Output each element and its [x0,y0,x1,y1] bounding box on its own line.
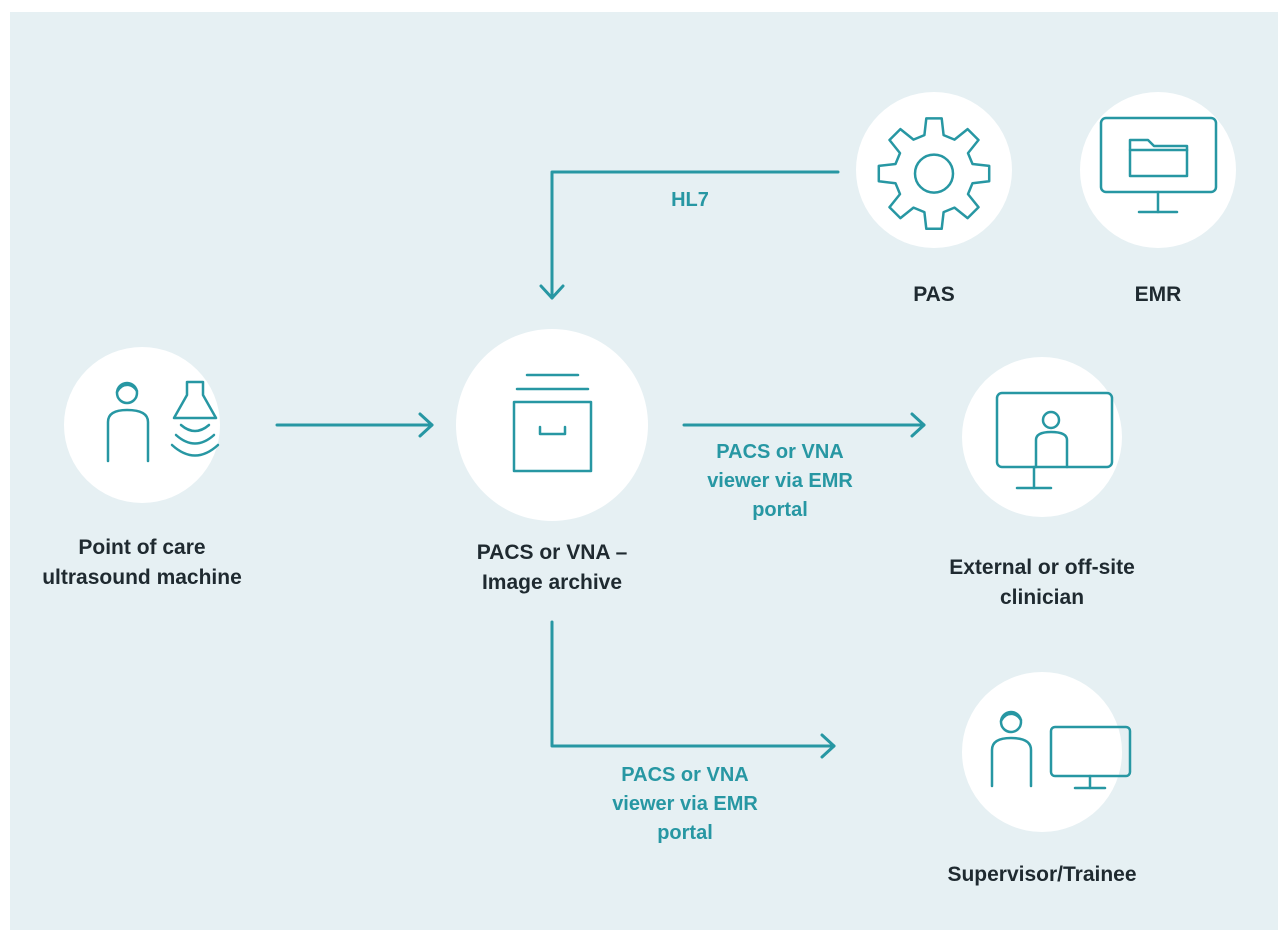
edge-hl7 [539,170,840,300]
node-label-pos: Point of care ultrasound machine [42,536,242,589]
supervisor-person-icon [990,710,1033,788]
node-label-emr: EMR [1134,283,1182,306]
ultrasound-probe-icon [170,380,220,457]
node-circle-pas [856,92,1012,248]
person-icon [106,381,150,463]
edge-label-archive-to-supervisor: PACS or VNA viewer via EMR portal [612,764,758,844]
node-circle-archive [456,329,648,521]
edge-label-archive-to-external: PACS or VNA viewer via EMR portal [707,441,853,521]
edge-pos-to-archive [275,412,434,438]
node-label-archive: PACS or VNA – Image archive [476,541,628,594]
archive-box-icon [512,373,593,473]
node-circle-external [962,357,1122,517]
node-circle-emr [1080,92,1236,248]
monitor-folder-icon [1099,116,1218,214]
monitor-icon [1049,725,1132,790]
node-label-external: External or off-site clinician [949,556,1135,609]
edge-archive-to-external [682,412,926,438]
edge-label-hl7: HL7 [671,189,709,211]
gear-icon [877,117,991,231]
node-circle-pos [64,347,220,503]
node-label-pas: PAS [913,283,955,306]
node-circle-supervisor [962,672,1122,832]
edge-archive-to-supervisor [550,620,836,759]
node-label-supervisor: Supervisor/Trainee [947,863,1137,886]
monitor-person-icon [995,391,1114,490]
